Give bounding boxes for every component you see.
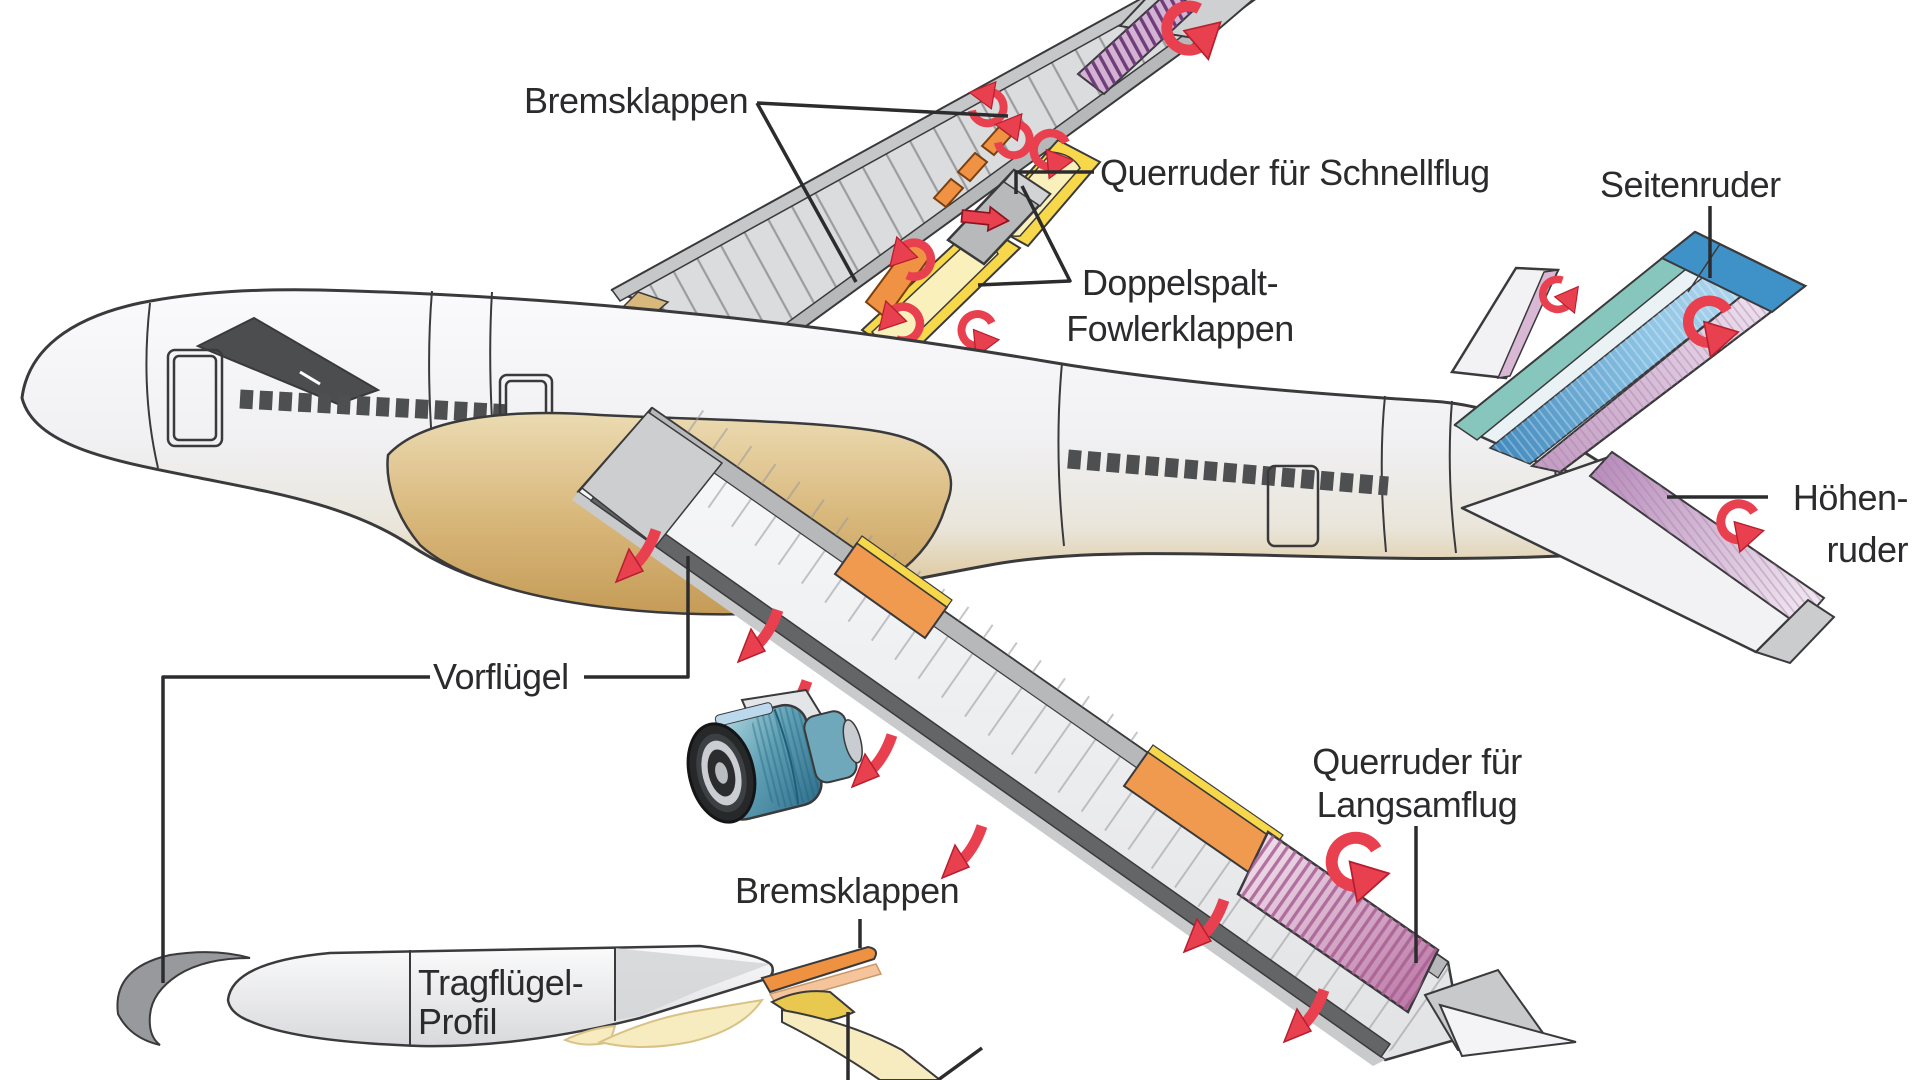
flap-marking-inner — [833, 535, 953, 640]
label-hoehenruder: Höhen- ruder — [1792, 477, 1909, 570]
airfoil-profile — [116, 944, 942, 1080]
leader-bremsklappen-inner — [755, 102, 858, 283]
leader-querruder-schnellflug — [1014, 170, 1094, 194]
label-bremsklappen-bottom: Bremsklappen — [735, 870, 960, 911]
slow-flight-aileron — [1236, 830, 1440, 1014]
label-tragfluegel-profil: Tragflügel- Profil — [418, 962, 584, 1042]
leader-doppelspalt — [977, 185, 1072, 287]
leader-bremsklappen-outer — [756, 101, 1009, 118]
leader-vor-left — [161, 675, 430, 983]
empennage — [1449, 230, 1836, 665]
spoiler-raised — [760, 945, 877, 994]
engine — [686, 688, 863, 824]
label-seitenruder: Seitenruder — [1600, 164, 1781, 205]
leader-lines — [161, 101, 1768, 1080]
slat-extended — [116, 951, 251, 1046]
spoilers-far-wing — [864, 125, 1013, 320]
fin-tip-band — [1660, 230, 1807, 314]
label-doppelspalt-fowlerklappen: Doppelspalt- Fowlerklappen — [1066, 262, 1294, 349]
horizontal-stabilizer — [1460, 450, 1836, 665]
label-querruder-schnellflug: Querruder für Schnellflug — [1100, 152, 1490, 193]
wing-tip — [1423, 968, 1577, 1058]
cockpit-windshield — [195, 316, 381, 406]
vertical-stabilizer — [1453, 230, 1808, 474]
fowler-flap-segments — [562, 990, 942, 1080]
near-wing — [572, 406, 1577, 1066]
leader-stub-2 — [936, 1046, 984, 1080]
label-vorfluegel: Vorflügel — [433, 656, 569, 697]
far-wing — [596, 0, 1256, 361]
leader-vor-right — [584, 556, 690, 679]
label-querruder-langsamflug: Querruder für Langsamflug — [1312, 741, 1522, 825]
stabilizer-tip — [1754, 598, 1836, 665]
label-bremsklappen-top: Bremsklappen — [524, 80, 749, 121]
wing-root-section — [580, 411, 724, 548]
